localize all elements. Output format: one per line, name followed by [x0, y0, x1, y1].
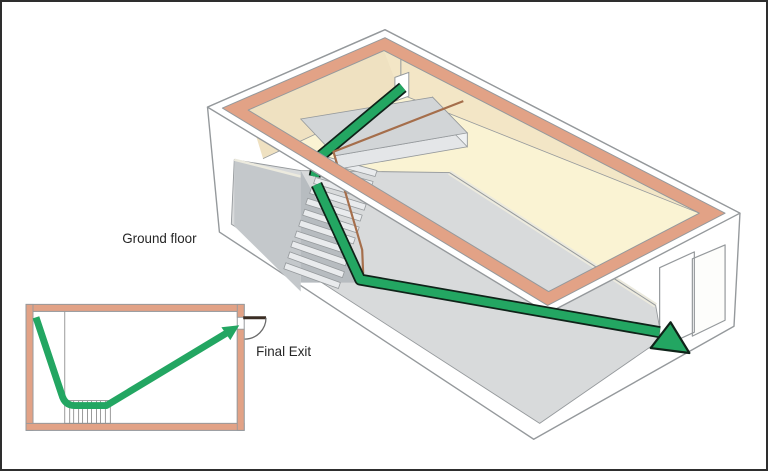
plan-wall-bottom: [25, 422, 245, 431]
plan-walls: [25, 303, 245, 431]
plan-route-line: [32, 316, 229, 410]
wall-floor-seam-right: [400, 93, 700, 214]
stair-enclosure-top-edge: [233, 158, 302, 178]
plan-route-arrowhead: [221, 325, 240, 341]
handrail: [332, 100, 464, 274]
plan-escape-route: [32, 316, 240, 410]
back-left-wall-face: [248, 50, 401, 159]
stair-enclosure-wall: [233, 158, 302, 292]
plan-wall-top: [25, 303, 245, 312]
frame-inner-outline: [247, 50, 700, 293]
floor-plan-inset: [25, 303, 267, 431]
frame-salmon-band: [222, 37, 726, 306]
ground-floor-label: Ground floor: [122, 231, 197, 246]
isometric-building: [206, 29, 741, 440]
plan-final-exit-door: [243, 316, 267, 340]
stair-enclosure-face: [234, 159, 301, 292]
door-swing-arc: [244, 317, 267, 340]
exit-door-outer-outline: [691, 244, 726, 337]
upper-slab-cut-edge: [449, 172, 656, 306]
exit-door-inner-outline: [659, 251, 695, 349]
plan-wall-right-stub: [236, 303, 245, 318]
escape-route-arrowhead: [649, 321, 691, 355]
plan-wall-left: [25, 303, 34, 431]
final-exit-label: Final Exit: [256, 344, 311, 359]
exit-door-outer-opening: [692, 244, 726, 337]
frame-mid-outline: [221, 37, 726, 306]
plan-wall-right: [236, 328, 245, 431]
escape-route-ground: [311, 181, 691, 355]
plan-inner-outline: [32, 310, 238, 424]
handrail-line: [332, 100, 464, 274]
escape-route-ground-band: [312, 182, 661, 337]
